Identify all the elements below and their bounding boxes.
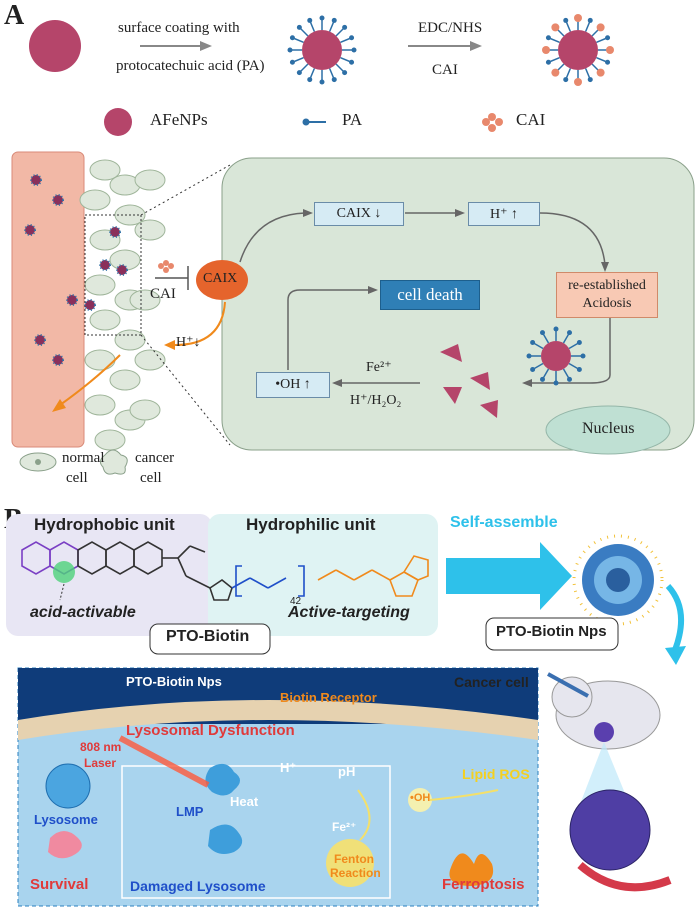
cell-death-box: cell death [380,280,480,310]
degraded-fragments [440,344,498,418]
pto-biotin-box [149,623,271,655]
nucleus-label: Nucleus [582,420,635,437]
legend-cai-label: CAI [516,110,546,129]
damaged-lysosome-label: Damaged Lysosome [130,878,266,894]
step1-label-line2: protocatechuic acid (PA) [116,58,265,74]
biotin-receptor-label: Biotin Receptor [280,690,377,705]
step1-label-line1: surface coating with [118,20,240,36]
step2-label-bottom: CAI [432,62,458,78]
pa-coated-particle [287,15,357,85]
caix-ellipse [196,260,248,300]
hydrophobic-unit-bg [6,514,212,636]
survival-label: Survival [30,876,89,893]
nps-small-label: PTO-Biotin Nps [126,674,222,689]
step2-label-top: EDC/NHS [418,20,483,36]
cai-conjugated-particle [542,14,614,86]
heat-label: Heat [230,794,259,809]
h-down-label: H⁺↓ [176,335,201,350]
lysosome-label: Lysosome [34,812,98,827]
acid-activable-label: acid-activable [30,604,136,621]
syringe [547,672,589,698]
laser-beam [118,735,210,788]
mouse-tumor [594,722,614,742]
legend-afenps-label: AFeNPs [150,110,208,129]
ros-arrow [429,789,499,801]
hydrophilic-unit-title: Hydrophilic unit [246,515,376,534]
subscript-42: 42 [290,596,302,607]
panel-b-graphics [6,514,686,907]
afenp-particle-large [29,20,81,72]
cai-small-icon [158,260,174,273]
active-targeting-label: Active-targeting [288,604,410,621]
normal-cell-legend-2: cell [66,470,88,486]
oh-up-box: •OH ↑ [256,372,330,398]
lysosome-box [121,765,391,899]
tumor-vessel [577,861,672,892]
panel-a-letter: A [4,0,25,31]
cai-label: CAI [150,286,176,302]
pa-legend-icon [302,118,326,126]
cai-legend-icon [482,113,503,132]
lmp-label: LMP [176,804,204,819]
mouse-head [551,676,593,718]
self-assemble-arrow [446,542,572,610]
fenton-bubble [326,839,374,887]
afenp-legend-icon [104,108,132,136]
acidosis-box-line2: Acidosis [582,296,632,311]
lysosomal-dysfunction-label: Lysosomal Dysfunction [126,722,295,739]
legend-pa-label: PA [342,110,363,129]
normal-cell-legend-1: normal [62,450,105,466]
pto-biotin-nps-box [485,617,619,651]
ferroptosis-label: Ferroptosis [442,876,525,893]
fenton-label-1: Fenton [334,852,374,866]
h-plus-label: H⁺ [280,760,297,775]
laser-label-2: Laser [84,756,117,770]
nanoparticle [572,534,664,626]
tumor-zoom [569,789,651,871]
panel-a-graphics [11,14,695,475]
cancer-cell-legend-2: cell [140,470,162,486]
ph-label: pH [338,764,356,779]
oh-bubble [408,788,432,812]
lysosome [45,763,91,809]
hydrophobic-unit-title: Hydrophobic unit [34,515,175,534]
lmp-cluster [205,763,240,796]
acidosis-box-line1: re-established [568,278,646,293]
intracellular-particle [541,341,571,371]
cancer-cell-icon [99,449,128,475]
chemical-structure [21,541,429,601]
h-up-box: H⁺ ↑ [468,202,540,226]
fe2-label: Fe²⁺ [332,820,357,834]
acid-activable-site [53,561,75,583]
survival-cell [48,831,82,859]
cancer-cell-label: Cancer cell [454,674,529,690]
caix-ellipse-label: CAIX [203,271,238,286]
pto-biotin-nps-label: PTO-Biotin Nps [496,623,607,640]
oh-label: •OH [410,792,431,804]
self-assemble-label: Self-assemble [450,514,558,531]
damaged-lysosome [208,824,243,854]
laser-label-1: 808 nm [80,740,122,754]
pto-biotin-label: PTO-Biotin [166,628,250,645]
fenton-arrow [357,789,371,841]
h2o2-label: H⁺/H₂O₂ [350,393,402,408]
fe-label: Fe²⁺ [366,360,392,375]
nucleus-ellipse [545,405,671,455]
hydrophilic-unit-bg [208,514,438,636]
zoom-box [84,214,142,336]
lipid-ros-label: Lipid ROS [462,766,530,782]
fenton-label-2: Reaction [330,866,381,880]
ferroptosis-fire [449,853,494,886]
caix-down-box: CAIX ↓ [314,202,404,226]
cancer-cell-legend-1: cancer [135,450,175,466]
acidosis-box: re-established Acidosis [556,272,658,318]
